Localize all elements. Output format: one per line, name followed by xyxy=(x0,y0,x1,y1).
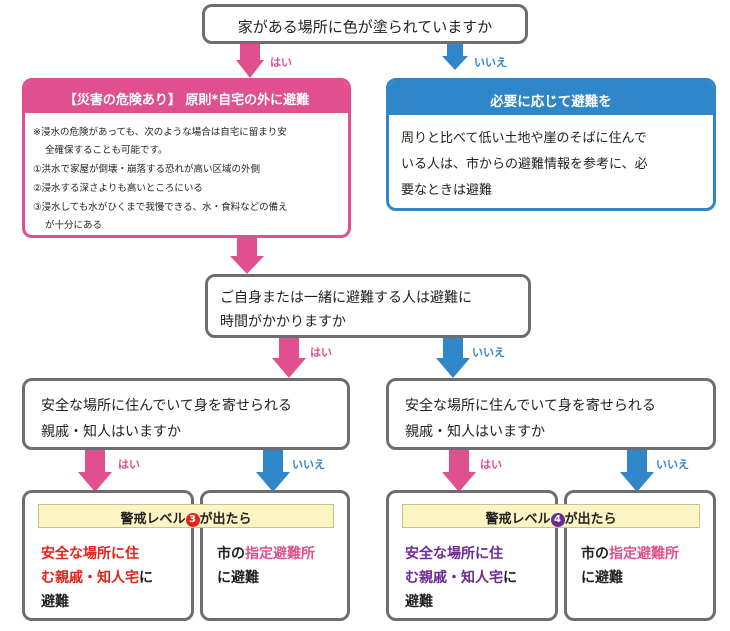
banner4-post: が出たら xyxy=(564,512,617,527)
evacuate-if-needed-box: 必要に応じて避難を 周りと比べて低い土地や崖のそばに住んで いる人は、市からの避… xyxy=(386,78,716,211)
label-no: いいえ xyxy=(472,346,505,359)
label-no: いいえ xyxy=(292,458,325,471)
arrow-down-icon xyxy=(230,238,264,274)
result-right-line3: 避難 xyxy=(405,594,433,610)
arrow-no-icon xyxy=(436,338,470,378)
banner3-post: が出たら xyxy=(199,512,252,527)
result-right-line1: 安全な場所に住 xyxy=(405,546,503,562)
arrow-no-icon xyxy=(620,450,654,492)
danger-note-line1: ※浸水の危険があっても、次のような場合は自宅に留まり安 xyxy=(33,127,287,138)
q3-left-line1: 安全な場所に住んでいて身を寄せられる xyxy=(41,398,292,414)
danger-title: 【災害の危険あり】 原則*自宅の外に避難 xyxy=(63,93,310,108)
shelter-pre: 市の xyxy=(217,546,245,562)
danger-item-3: ③浸水しても水がひくまで我慢できる、水・食料などの備え xyxy=(33,202,288,213)
arrow-yes-icon xyxy=(78,450,112,492)
danger-box: 【災害の危険あり】 原則*自宅の外に避難 ※浸水の危険があっても、次のような場合… xyxy=(22,78,351,238)
label-yes: はい xyxy=(270,56,292,69)
level-3-badge: 3 xyxy=(185,513,200,527)
danger-item-3-cont: が十分にある xyxy=(45,220,103,231)
arrow-yes-icon xyxy=(272,338,306,378)
result-left-line3: 避難 xyxy=(41,594,69,610)
q3-right-line2: 親戚・知人はいますか xyxy=(405,424,545,440)
banner4-pre: 警戒レベル xyxy=(485,512,551,527)
result-left-line1: 安全な場所に住 xyxy=(41,546,139,562)
label-yes: はい xyxy=(480,458,502,471)
q3-left-line2: 親戚・知人はいますか xyxy=(41,424,181,440)
safe-line-1: 周りと比べて低い土地や崖のそばに住んで xyxy=(401,131,647,146)
result-shelter-right-line1: 市の指定避難所 xyxy=(581,543,679,563)
safe-title-bar xyxy=(389,81,713,115)
danger-item-2: ②浸水する深さよりも高いところにいる xyxy=(33,183,203,194)
question-text: 家がある場所に色が塗られていますか xyxy=(237,18,493,36)
q2-line1: ご自身または一緒に避難する人は避難に xyxy=(220,290,472,306)
level-4-badge: 4 xyxy=(550,513,565,527)
result-shelter-right-line2: に避難 xyxy=(581,570,623,586)
safe-title: 必要に応じて避難を xyxy=(490,94,612,110)
result-left-line2a: む親戚・知人宅 xyxy=(41,570,139,586)
result-shelter-left-line1: 市の指定避難所 xyxy=(217,543,315,563)
arrow-yes-icon xyxy=(236,44,264,78)
q2-line2: 時間がかかりますか xyxy=(220,314,346,330)
arrow-no-icon xyxy=(442,44,468,70)
danger-note-line2: 全確保することも可能です。 xyxy=(45,145,168,156)
danger-title-bar xyxy=(25,81,348,113)
result-left-line2: む親戚・知人宅に xyxy=(41,567,153,587)
banner3-pre: 警戒レベル xyxy=(120,512,186,527)
safe-line-3: 要なときは避難 xyxy=(401,183,493,198)
label-no: いいえ xyxy=(656,458,689,471)
q3-right-line1: 安全な場所に住んでいて身を寄せられる xyxy=(405,398,656,414)
question-relatives-left: 安全な場所に住んでいて身を寄せられる 親戚・知人はいますか xyxy=(22,378,350,450)
result-right-line2b: に xyxy=(503,570,517,586)
label-yes: はい xyxy=(310,346,332,359)
danger-item-1: ①洪水で家屋が倒壊・崩落する恐れが高い区域の外側 xyxy=(33,164,261,175)
shelter-hl: 指定避難所 xyxy=(245,546,315,562)
result-right-line2: む親戚・知人宅に xyxy=(405,567,517,587)
question-relatives-right: 安全な場所に住んでいて身を寄せられる 親戚・知人はいますか xyxy=(386,378,716,450)
question-colored-area: 家がある場所に色が塗られていますか xyxy=(202,4,528,44)
arrow-yes-icon xyxy=(442,450,476,492)
shelter-pre: 市の xyxy=(581,546,609,562)
result-shelter-left-line2: に避難 xyxy=(217,570,259,586)
label-yes: はい xyxy=(118,458,140,471)
result-right-line2a: む親戚・知人宅 xyxy=(405,570,503,586)
result-left-line2b: に xyxy=(139,570,153,586)
shelter-hl: 指定避難所 xyxy=(609,546,679,562)
arrow-no-icon xyxy=(256,450,290,492)
safe-line-2: いる人は、市からの避難情報を参考に、必 xyxy=(401,157,648,172)
label-no: いいえ xyxy=(474,56,507,69)
question-evac-time: ご自身または一緒に避難する人は避難に 時間がかかりますか xyxy=(205,274,531,338)
